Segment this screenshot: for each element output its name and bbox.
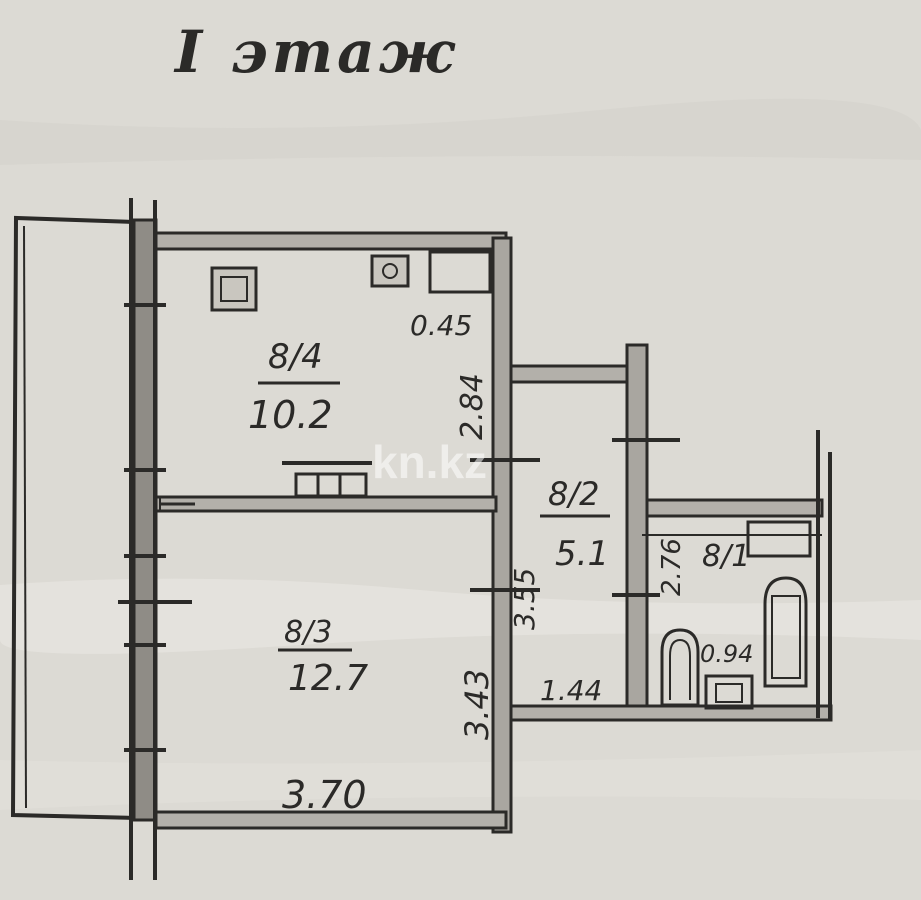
sink-counter	[746, 520, 812, 558]
dim-room-c-width: 1.44	[540, 674, 602, 707]
room-label-a: 8/4 10.2	[248, 337, 340, 437]
niche-room-a	[428, 250, 492, 294]
wall-bottom-room-b	[154, 810, 508, 830]
room-label-b: 8/3 12.7	[278, 615, 368, 699]
toilet	[660, 628, 700, 707]
watermark: kn.kz	[372, 436, 487, 488]
room-b-code: 8/3	[284, 615, 332, 650]
bathroom-fixtures	[660, 520, 812, 710]
room-label-c: 8/2 5.1	[540, 475, 610, 574]
washbasin	[704, 674, 754, 710]
outer-outline	[10, 215, 137, 820]
room-d-walls	[642, 430, 832, 720]
partition-a-b	[154, 495, 498, 513]
dim-room-a-height: 2.84	[455, 373, 490, 440]
dim-room-d-height: 2.76	[657, 538, 687, 596]
ventilation-symbols	[210, 254, 410, 312]
wall-top-room-a	[154, 231, 508, 251]
dim-room-c-height: 3.55	[508, 568, 541, 630]
room-b-area: 12.7	[288, 658, 368, 699]
dim-room-d-width: 0.94	[700, 640, 753, 668]
room-a-area: 10.2	[248, 393, 333, 437]
door-marker-room-a	[282, 461, 372, 498]
main-wall-left	[118, 198, 192, 880]
dim-niche-depth: 0.45	[410, 309, 472, 342]
dim-room-b-height: 3.43	[458, 669, 496, 740]
room-d-code: 8/1	[702, 539, 750, 574]
bathtub	[763, 576, 808, 688]
room-label-d: 8/1	[702, 539, 750, 574]
floor-title: I этаж	[173, 18, 458, 86]
wall-right-rooms-ab	[491, 236, 513, 834]
wall-bottom-rooms-cd	[509, 704, 833, 722]
room-c-area: 5.1	[555, 534, 609, 574]
dimension-labels: 0.45 2.84 3.43 3.70 3.55 1.44 2.76 0.94	[282, 309, 753, 817]
dim-room-b-width: 3.70	[282, 773, 367, 817]
room-c-code: 8/2	[548, 475, 600, 513]
room-a-code: 8/4	[268, 337, 323, 377]
